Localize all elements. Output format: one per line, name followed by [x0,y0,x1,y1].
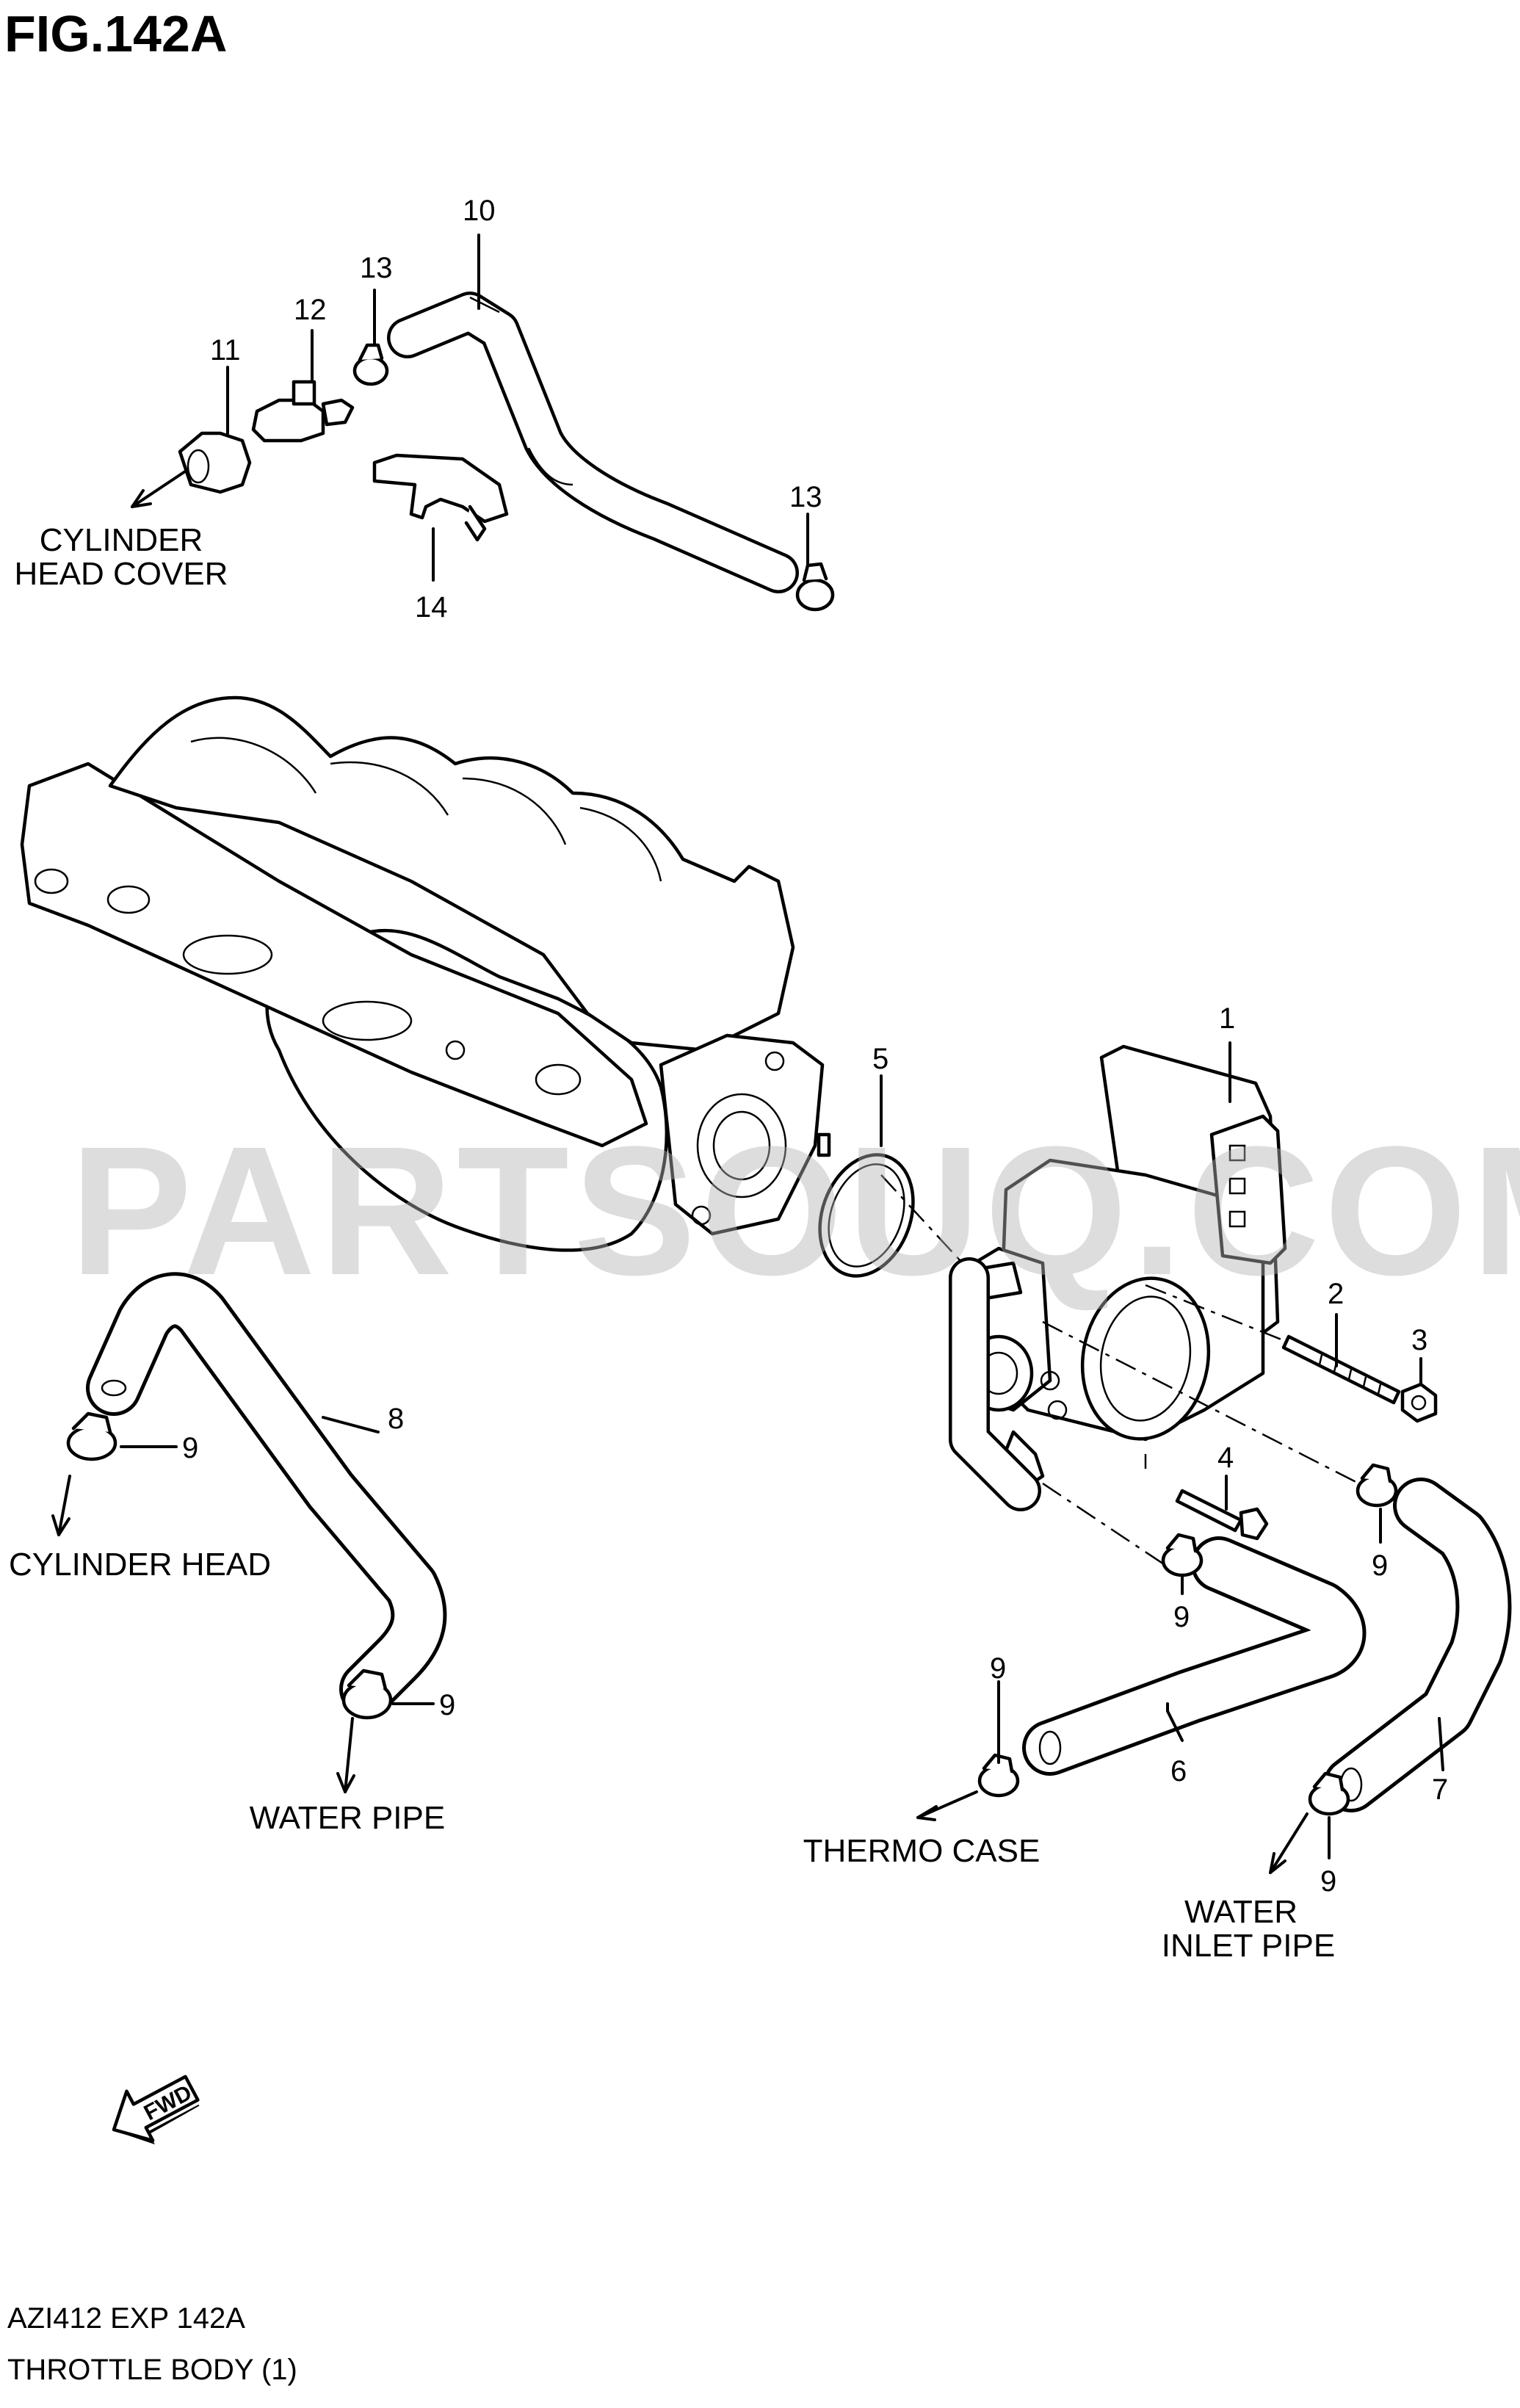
clamp-9-a [66,1411,117,1461]
callout-3: 3 [1411,1324,1427,1356]
dest-cylinder-head: CYLINDER HEAD [9,1547,271,1583]
hose-7 [1323,1478,1512,1812]
callout-9-f: 9 [1320,1865,1336,1898]
callout-2: 2 [1328,1278,1344,1310]
callout-11: 11 [210,334,241,366]
clamp-9-d [1356,1463,1398,1508]
callout-numbers: 1 2 3 4 5 6 7 8 9 9 9 9 9 9 9 10 11 12 1… [182,195,1448,1898]
hose-10 [387,292,799,593]
callout-14: 14 [415,591,448,623]
hose-8 [86,1272,447,1717]
callout-9-a: 9 [182,1432,198,1464]
callout-4: 4 [1217,1442,1234,1474]
watermark: PARTSOUQ.COM [70,1108,1520,1313]
clamp-13-lower [795,562,835,612]
clamp-13-top [352,343,389,386]
destination-labels: CYLINDER HEAD COVER CYLINDER HEAD WATER … [9,522,1335,1964]
bolt-4 [1175,1489,1269,1541]
assembly-lines [880,1174,1374,1573]
dest-water-pipe: WATER PIPE [250,1800,445,1836]
figure-code: AZI412 EXP 142A [7,2302,245,2335]
throttle-body-coolant-pipes [949,1257,1041,1511]
nut-3 [1400,1382,1438,1423]
callout-8: 8 [388,1403,404,1435]
callout-5: 5 [872,1043,889,1075]
callout-13-lower: 13 [789,481,822,513]
clamp-9-e [977,1753,1020,1798]
clamp-9-f [1308,1771,1350,1816]
callout-9-e: 9 [990,1652,1006,1685]
dest-thermo-case: THERMO CASE [803,1833,1041,1869]
figure-name: THROTTLE BODY (1) [7,2354,297,2386]
dest-water-inlet-pipe-1: WATER [1184,1894,1298,1930]
callout-13-top: 13 [360,252,393,284]
callout-12: 12 [294,294,327,326]
bolt-2 [1281,1334,1401,1405]
callout-9-c: 9 [1173,1601,1190,1633]
grommet-11 [178,431,252,494]
callout-9-b: 9 [439,1689,455,1721]
callout-6: 6 [1170,1755,1187,1787]
clamp-9-b [341,1668,393,1720]
intake-manifold [20,695,825,1252]
callout-9-d: 9 [1372,1550,1388,1582]
callout-1: 1 [1219,1002,1235,1035]
dest-water-inlet-pipe-2: INLET PIPE [1162,1928,1335,1964]
direction-arrow-icon [51,469,1309,1874]
leader-lines [120,234,1444,1859]
dest-cylinder-head-cover-1: CYLINDER [40,522,203,558]
callout-10: 10 [463,195,496,227]
pcv-valve-12 [251,380,355,443]
clamp-9-c [1161,1533,1204,1577]
clip-14 [372,453,509,542]
forward-arrow-icon: FWD [112,2075,200,2145]
dest-cylinder-head-cover-2: HEAD COVER [15,556,228,592]
figure-title: FIG.142A [4,5,227,62]
hose-6 [1022,1536,1367,1776]
callout-7: 7 [1432,1774,1448,1806]
